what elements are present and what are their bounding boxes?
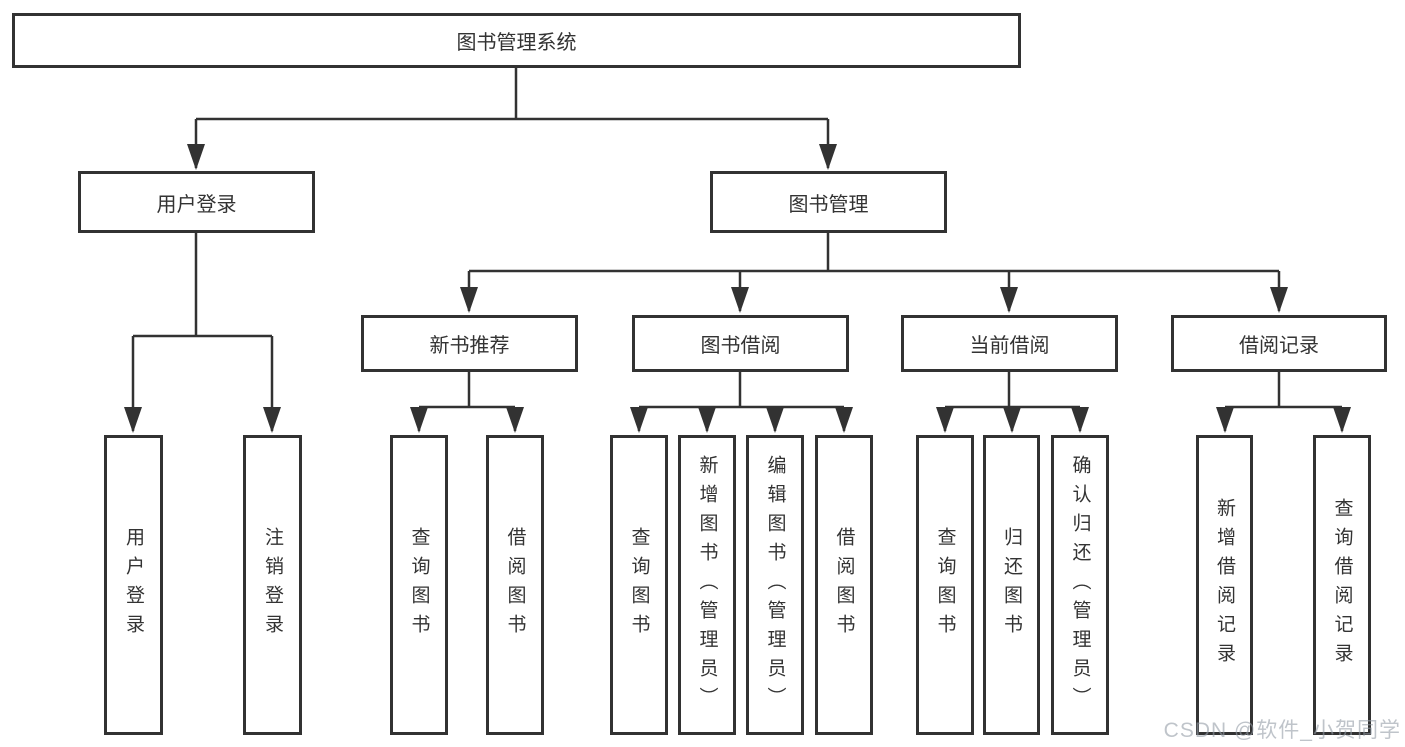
arrowhead bbox=[506, 407, 524, 433]
leaf-user-login: 用户登录 bbox=[104, 435, 163, 735]
connector-new-book-to-children bbox=[417, 372, 517, 431]
node-label: 借阅图书 bbox=[504, 527, 526, 643]
leaf-logout: 注销登录 bbox=[243, 435, 302, 735]
arrowhead bbox=[1270, 287, 1288, 313]
node-current-borrow: 当前借阅 bbox=[901, 315, 1118, 372]
node-book-borrow: 图书借阅 bbox=[632, 315, 849, 372]
node-label: 当前借阅 bbox=[969, 335, 1050, 357]
arrowhead bbox=[819, 144, 837, 170]
node-label: 图书借阅 bbox=[700, 335, 781, 357]
leaf-current-query-books: 查询图书 bbox=[916, 435, 974, 735]
arrowhead bbox=[1071, 407, 1089, 433]
node-label: 查询借阅记录 bbox=[1331, 498, 1353, 672]
node-label: 查询图书 bbox=[408, 527, 430, 643]
arrowhead bbox=[936, 407, 954, 433]
arrowhead bbox=[410, 407, 428, 433]
arrowhead bbox=[731, 287, 749, 313]
node-label: 编辑图书（管理员） bbox=[764, 454, 786, 716]
node-label: 借阅图书 bbox=[833, 527, 855, 643]
node-label: 确认归还（管理员） bbox=[1069, 454, 1091, 716]
node-label: 归还图书 bbox=[1001, 527, 1022, 643]
node-label: 图书管理系统 bbox=[456, 32, 577, 54]
node-user-login: 用户登录 bbox=[78, 171, 315, 233]
node-borrow-record: 借阅记录 bbox=[1171, 315, 1387, 372]
leaf-newbook-query-books: 查询图书 bbox=[390, 435, 448, 735]
arrowhead bbox=[1216, 407, 1234, 433]
connector-user-login-to-children bbox=[131, 233, 274, 431]
node-label: 新增借阅记录 bbox=[1214, 498, 1235, 672]
node-book-management: 图书管理 bbox=[710, 171, 947, 233]
node-label: 图书管理 bbox=[788, 193, 869, 216]
node-label: 用户登录 bbox=[156, 193, 237, 216]
arrowhead bbox=[1000, 287, 1018, 313]
arrowhead bbox=[124, 407, 142, 433]
leaf-bookborrow-borrow-books: 借阅图书 bbox=[815, 435, 873, 735]
arrowhead bbox=[263, 407, 281, 433]
leaf-bookborrow-query-books: 查询图书 bbox=[610, 435, 668, 735]
arrowhead bbox=[1333, 407, 1351, 433]
leaf-current-confirm-return-admin: 确认归还（管理员） bbox=[1051, 435, 1109, 735]
arrowhead bbox=[460, 287, 478, 313]
node-label: 注销登录 bbox=[262, 527, 283, 643]
leaf-record-add-borrow-record: 新增借阅记录 bbox=[1196, 435, 1253, 735]
connector-book-borrow-to-children bbox=[637, 372, 846, 431]
node-label: 查询图书 bbox=[628, 527, 650, 643]
leaf-bookborrow-add-books-admin: 新增图书（管理员） bbox=[678, 435, 736, 735]
arrowhead bbox=[630, 407, 648, 433]
node-library-management-system: 图书管理系统 bbox=[12, 13, 1021, 68]
arrowhead bbox=[1003, 407, 1021, 433]
csdn-watermark: CSDN @软件_小贺同学 bbox=[1163, 719, 1401, 742]
arrowhead bbox=[698, 407, 716, 433]
node-new-book-recommend: 新书推荐 bbox=[361, 315, 578, 372]
connector-borrow-record-to-children bbox=[1223, 372, 1344, 431]
node-label: 查询图书 bbox=[934, 527, 956, 643]
node-label: 新书推荐 bbox=[429, 335, 510, 357]
node-label: 用户登录 bbox=[123, 527, 144, 643]
connector-root-to-level2 bbox=[194, 68, 830, 168]
arrowhead bbox=[766, 407, 784, 433]
leaf-current-return-books: 归还图书 bbox=[983, 435, 1040, 735]
connector-book-management-to-children bbox=[467, 233, 1281, 311]
node-label: 借阅记录 bbox=[1239, 335, 1319, 357]
leaf-newbook-borrow-books: 借阅图书 bbox=[486, 435, 544, 735]
node-label: 新增图书（管理员） bbox=[696, 454, 718, 716]
leaf-record-query-borrow-record: 查询借阅记录 bbox=[1313, 435, 1371, 735]
arrowhead bbox=[187, 144, 205, 170]
leaf-bookborrow-edit-books-admin: 编辑图书（管理员） bbox=[746, 435, 804, 735]
arrowhead bbox=[835, 407, 853, 433]
